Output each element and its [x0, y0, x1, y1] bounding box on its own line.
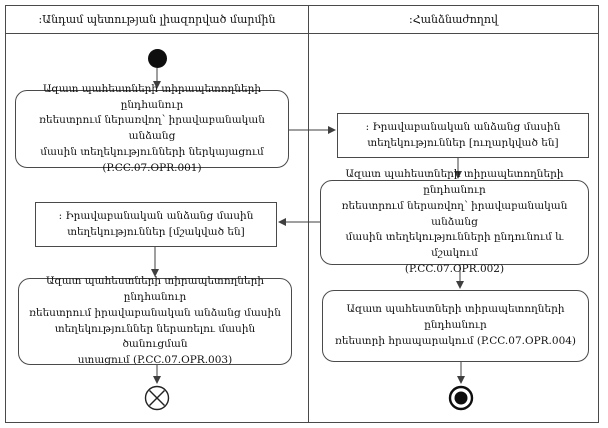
- action-node-opr002: Ազատ պահեստների տիրապետողների ընդհանուր …: [320, 168, 589, 275]
- object-label: : Իրավաբանական անձանց մասին տեղեկություն…: [58, 209, 254, 238]
- lane-header-commission: :Հանձնաժողով: [309, 5, 598, 33]
- header-separator: [5, 33, 598, 34]
- flow-final-node: [144, 385, 170, 411]
- activity-final-node: [448, 385, 474, 411]
- action-node-opr001: Ազատ պահեստների տիրապետողների ընդհանուր …: [15, 83, 289, 174]
- lane-header-authorized-body: :Անդամ պետության լիազորված մարմին: [6, 5, 308, 33]
- action-label: Ազատ պահեստների տիրապետողների ընդհանուր …: [334, 303, 577, 347]
- action-label: Ազատ պահեստների տիրապետողների ընդհանուր …: [29, 275, 281, 366]
- swimlane-divider: [308, 5, 309, 422]
- action-node-opr004: Ազատ պահեստների տիրապետողների ընդհանուր …: [322, 290, 589, 362]
- object-node-info-sent: : Իրավաբանական անձանց մասին տեղեկություն…: [337, 113, 589, 158]
- action-node-opr003: Ազատ պահեստների տիրապետողների ընդհանուր …: [18, 275, 292, 366]
- initial-node: [148, 49, 167, 68]
- object-node-info-processed: : Իրավաբանական անձանց մասին տեղեկություն…: [35, 202, 277, 247]
- action-label: Ազատ պահեստների տիրապետողների ընդհանուր …: [341, 168, 568, 275]
- object-label: : Իրավաբանական անձանց մասին տեղեկություն…: [365, 120, 561, 149]
- lane-title: :Հանձնաժողով: [409, 12, 498, 26]
- action-label: Ազատ պահեստների տիրապետողների ընդհանուր …: [39, 82, 265, 174]
- lane-title: :Անդամ պետության լիազորված մարմին: [38, 12, 276, 26]
